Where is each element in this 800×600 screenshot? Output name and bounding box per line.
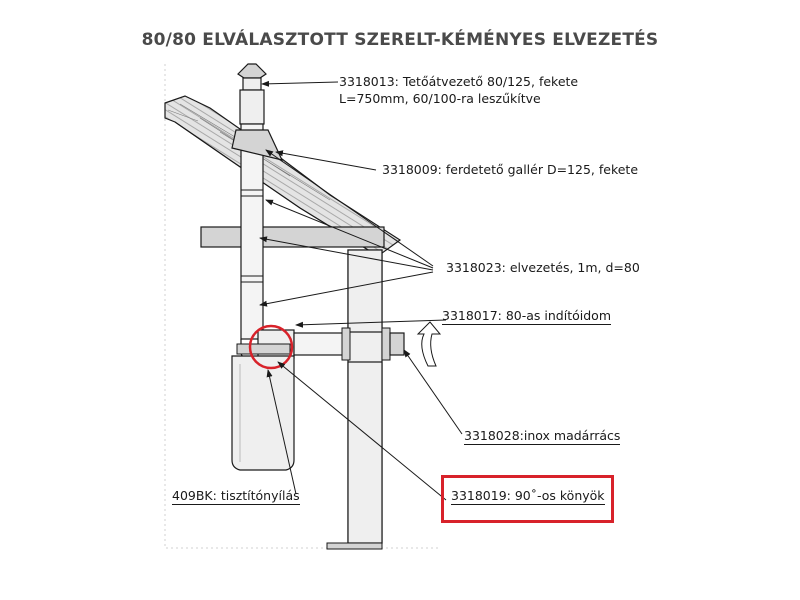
building-outline: [164, 64, 440, 549]
leader-lines: [259, 80, 463, 501]
roof-terminal: [237, 63, 267, 125]
roof: [164, 95, 402, 257]
label-cleaning-opening: 409BK: tisztítónyílás: [172, 488, 300, 505]
boiler: [231, 343, 295, 471]
elbow-highlight-circle: [248, 324, 294, 370]
label-flue-pipe: 3318023: elvezetés, 1m, d=80: [446, 260, 640, 275]
label-bird-grille: 3318028:inox madárrács: [464, 428, 621, 445]
airflow-arrow: [416, 321, 442, 367]
label-elbow: 3318019: 90˚-os könyök: [451, 488, 605, 505]
label-roof-terminal-1: 3318013: Tetőátvezető 80/125, fekete: [339, 74, 579, 89]
vertical-flue-pipe: [240, 123, 264, 340]
elbow-label-highlight-box: [441, 475, 614, 523]
exterior-wall: [326, 249, 383, 550]
label-roof-collar: 3318009: ferdetető gallér D=125, fekete: [382, 162, 639, 177]
label-roof-terminal-2: L=750mm, 60/100-ra leszűkítve: [339, 91, 541, 106]
diagram-title: 80/80 ELVÁLASZTOTT SZERELT-KÉMÉNYES ELVE…: [141, 30, 659, 50]
label-starter-piece: 3318017: 80-as indítóidom: [442, 308, 612, 325]
